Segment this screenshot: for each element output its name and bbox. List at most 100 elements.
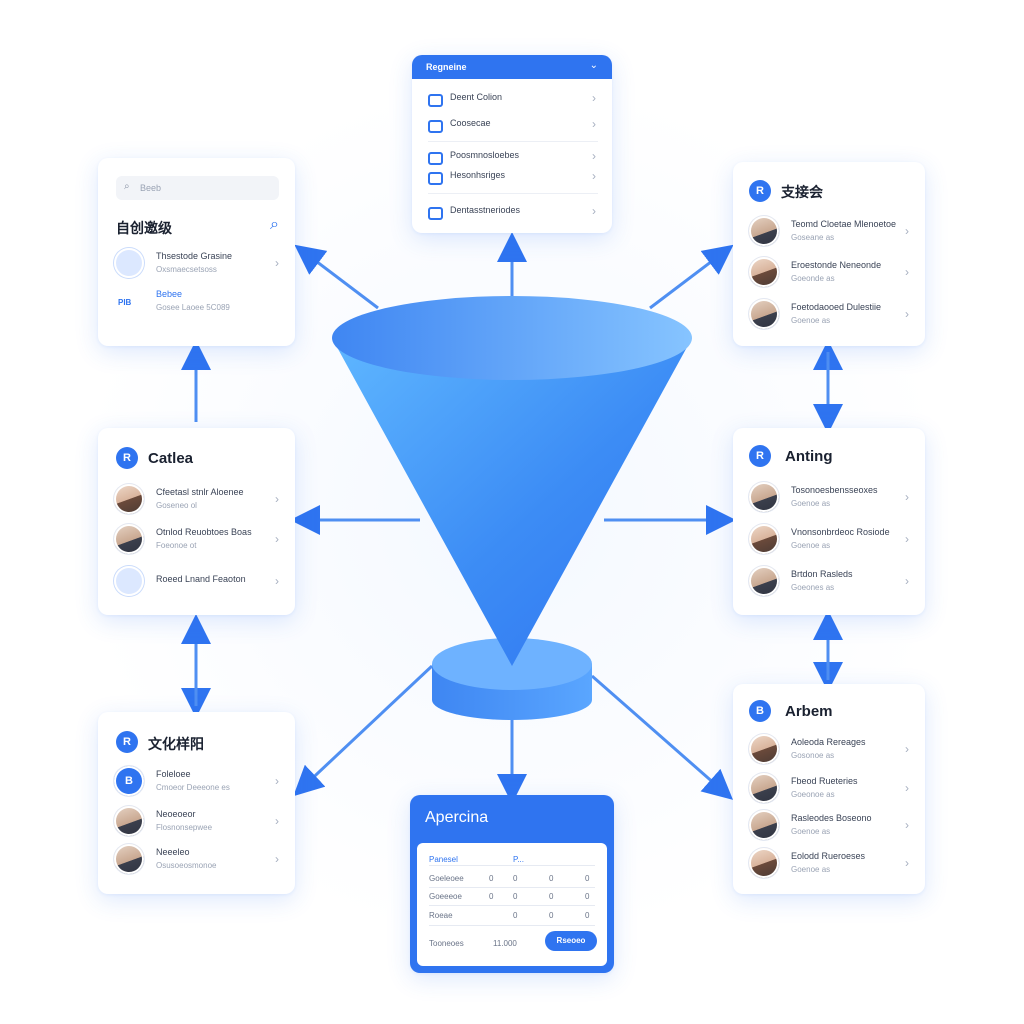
chevron-right-icon: › [905,856,909,870]
card-title: 文化样阳 [148,736,204,752]
list-item[interactable]: PIB Bebee Gosee Laoee 5C089 [118,289,230,312]
table-row: Goeleoee 0 0 0 0 [429,874,590,883]
search-icon[interactable]: ⌕ [270,216,279,233]
chevron-right-icon: › [905,574,909,588]
divider [429,865,595,866]
menu-item-1[interactable]: Coosecae › [428,117,598,137]
chevron-right-icon: › [592,91,596,105]
chevron-right-icon: › [275,256,279,270]
apercina-card: Apercina Panesel P... Goeleoee 0 0 0 0 G… [410,795,614,973]
card-title: 支接会 [781,184,823,200]
avatar [114,484,144,514]
list-item[interactable]: Rasleodes Boseono Goenoe as › [749,808,911,844]
left-mid-card: R Catlea Cfeetasl stnlr Aloenee Goseneo … [98,428,295,615]
folder-icon [428,94,443,107]
card-title: 自创邀级 [116,220,172,236]
menu-item-0[interactable]: Deent Colion › [428,91,598,111]
table-row: Roeae 0 0 0 [429,911,590,920]
arrow-up-left [294,244,379,310]
list-item[interactable]: Cfeetasl stnlr Aloenee Goseneo ol › [114,482,281,518]
chevron-right-icon: › [905,490,909,504]
document-icon [428,207,443,220]
list-item[interactable]: Neoeoeor Flosnonsepwee › [114,804,281,840]
avatar [749,773,779,803]
arrow-up-right [649,244,734,310]
chevron-right-icon: › [592,149,596,163]
search-input[interactable]: ⌕ Beeb [116,176,279,200]
avatar [749,299,779,329]
avatar [749,216,779,246]
chevron-right-icon: › [275,492,279,506]
card-badge: R [749,445,771,467]
card-badge: R [116,731,138,753]
list-item[interactable]: Teomd Cloetae Mlenoetoe Goseane as › [749,214,911,250]
list-item[interactable]: Brtdon Rasleds Goeones as › [749,564,911,600]
row-badge: PIB [118,298,132,307]
bottom-left-card: R 文化样阳 B Foleloee Cmoeor Deeeone es › Ne… [98,712,295,894]
card-badge: R [749,180,771,202]
arrow-down-left [293,664,434,797]
list-item[interactable]: Fbeod Rueteries Goeonoe as › [749,771,911,807]
avatar [749,734,779,764]
list-item[interactable]: Foetodaooed Dulestiie Goenoe as › [749,297,911,333]
list-item[interactable]: Roeed Lnand Feaoton › [114,564,281,600]
divider [429,887,595,888]
chevron-right-icon: › [905,781,909,795]
card-badge: R [116,447,138,469]
avatar [749,810,779,840]
chevron-right-icon: › [275,532,279,546]
list-item[interactable]: Otnlod Reuobtoes Boas Foeonoe ot › [114,522,281,558]
avatar [749,482,779,512]
menu-item-4[interactable]: Dentasstneriodes › [428,204,598,224]
table-row: Goeeeoe 0 0 0 0 [429,892,590,901]
toggle-icon [114,248,144,278]
divider [428,141,598,142]
avatar [114,844,144,874]
chevron-right-icon: › [275,814,279,828]
calendar-icon [428,152,443,165]
chevron-right-icon: › [275,852,279,866]
list-item[interactable]: B Foleloee Cmoeor Deeeone es › [114,764,281,800]
table-header: Panesel P... [429,855,524,864]
card-badge: B [749,700,771,722]
card-title: Apercina [425,809,489,826]
list-item[interactable]: Neeeleo Osusoeosmonoe › [114,842,281,878]
menu-item-2[interactable]: Poosmnosloebes › [428,149,598,169]
submit-button[interactable]: Rseoeo [545,931,597,951]
chat-icon [428,120,443,133]
vertical-links [181,340,843,718]
avatar [749,257,779,287]
list-item[interactable]: Tosonoesbensseoxes Goenoe as › [749,480,911,516]
menu-card-header[interactable]: Regneine ⌄ [412,55,612,79]
chevron-right-icon: › [592,204,596,218]
list-item[interactable]: Thsestode Grasine Oxsmaecsetsoss › [114,246,281,282]
footer-label: Tooneoes [429,939,464,948]
chevron-right-icon: › [905,532,909,546]
chevron-right-icon: › [592,169,596,183]
arrow-down-right [591,674,734,800]
search-icon: ⌕ [124,181,130,192]
menu-item-3[interactable]: Hesonhsriges › [428,169,598,189]
menu-card-header-label: Regneine [426,62,467,72]
chevron-right-icon: › [905,742,909,756]
search-placeholder: Beeb [140,183,162,193]
funnel [332,296,692,666]
list-item[interactable]: Aoleoda Rereages Gosonoe as › [749,732,911,768]
list-item[interactable]: Eolodd Rueroeses Goenoe as › [749,846,911,882]
user-icon [114,566,144,596]
list-item[interactable]: Vnonsonbrdeoc Rosiode Goenoe as › [749,522,911,558]
submit-button-label: Rseoeo [556,936,586,945]
card-title: Anting [785,448,833,465]
avatar [749,848,779,878]
top-right-card: R 支接会 Teomd Cloetae Mlenoetoe Goseane as… [733,162,925,346]
right-mid-card: R Anting Tosonoesbensseoxes Goenoe as › … [733,428,925,615]
chevron-right-icon: › [275,574,279,588]
card-title: Arbem [785,703,833,720]
chevron-down-icon[interactable]: ⌄ [589,60,598,71]
bottom-right-card: B Arbem Aoleoda Rereages Gosonoe as › Fb… [733,684,925,894]
chevron-right-icon: › [905,224,909,238]
list-item[interactable]: Eroestonde Neneonde Goeonde as › [749,255,911,291]
arrows [290,232,736,804]
divider [429,905,595,906]
